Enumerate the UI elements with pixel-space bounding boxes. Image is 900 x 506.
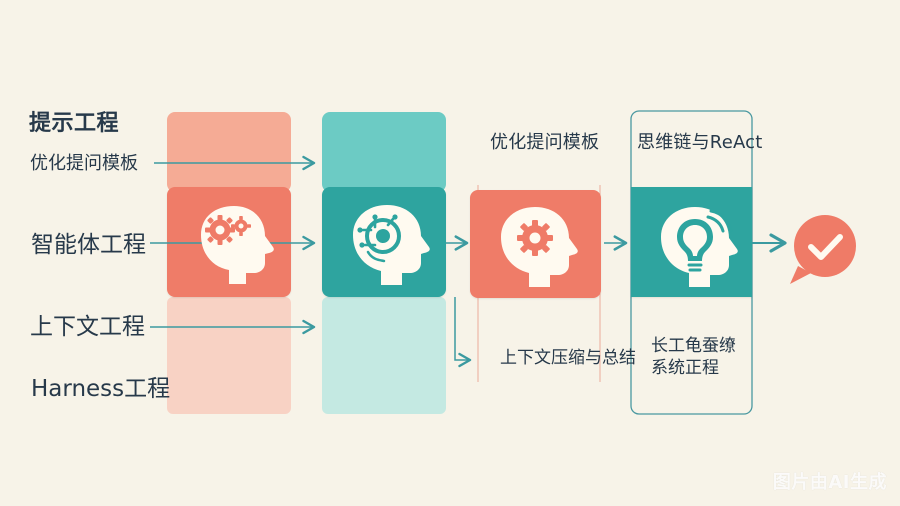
harness-engineering-label: Harness工程 <box>31 376 171 402</box>
coral-upper-panel <box>167 112 291 192</box>
head-gear-icon <box>501 207 578 287</box>
ai-head-icon <box>353 205 430 285</box>
chain-of-thought-react-label: 思维链与ReAct <box>637 132 763 153</box>
coral-lower-panel <box>167 297 291 414</box>
teal-upper-panel <box>322 112 446 192</box>
context-compression-summary-label: 上下文压缩与总结 <box>500 348 636 368</box>
checkmark-icon <box>790 215 856 284</box>
head-lightbulb-icon <box>661 207 738 287</box>
ai-generated-watermark: 图片由AI生成 <box>772 472 887 493</box>
context-engineering-label: 上下文工程 <box>30 314 145 340</box>
agent-engineering-label: 智能体工程 <box>31 232 146 258</box>
compression-branch-arrow <box>454 297 472 368</box>
teal-lower-panel <box>322 297 446 414</box>
optimize-prompt-template-left-label: 优化提问模板 <box>30 153 138 174</box>
prompt-engineering-label: 提示工程 <box>29 111 120 136</box>
long-term-memory-system-engineering-label: 长工龟蚕缭 系统正程 <box>651 336 736 378</box>
optimize-prompt-template-top-label: 优化提问模板 <box>490 132 600 153</box>
head-gears-icon <box>201 206 274 284</box>
